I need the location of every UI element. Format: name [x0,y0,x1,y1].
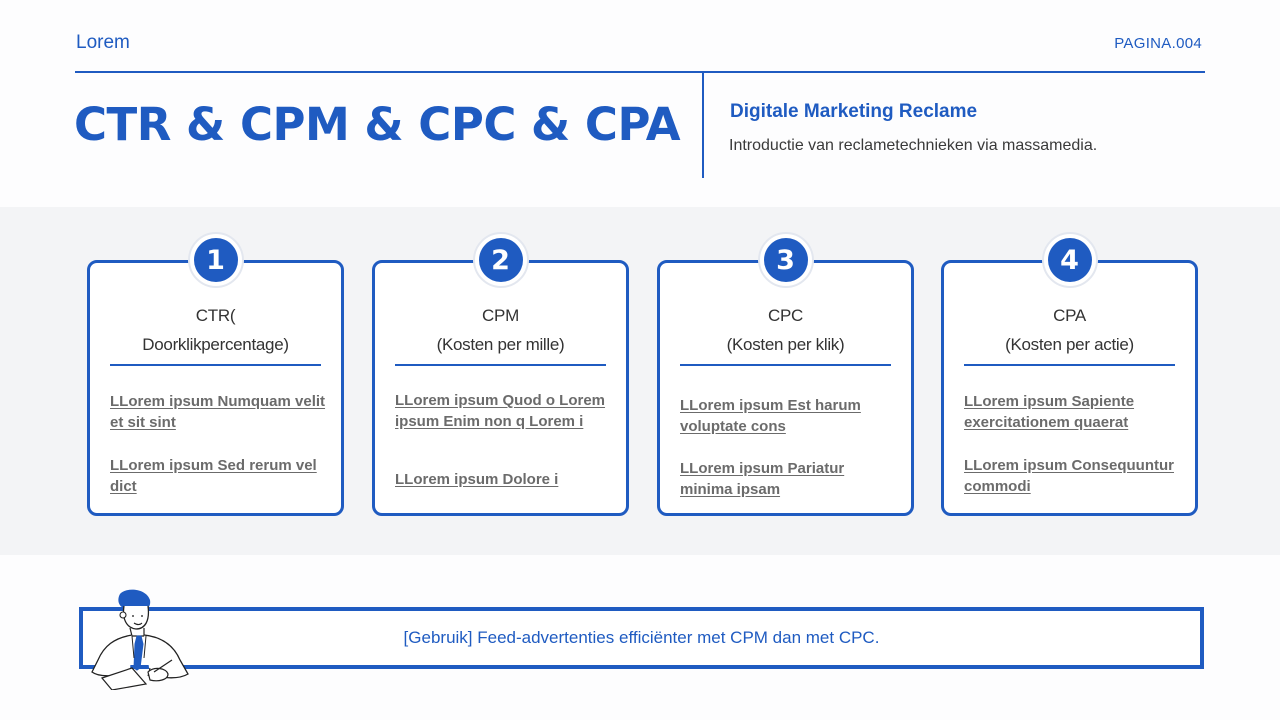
brand-name: Lorem [76,32,130,53]
number-badge-value: 2 [478,238,523,282]
card-title: CPA (Kosten per actie) [944,301,1195,359]
number-badge: 1 [187,232,244,288]
number-badge-value: 4 [1047,238,1092,282]
card-title-line2: (Kosten per mille) [436,335,565,354]
card-title: CTR( Doorklikpercentage) [90,301,341,359]
card-title-line1: CPM [482,306,519,325]
card-title-line2: Doorklikpercentage) [142,335,289,354]
number-badge-value: 1 [193,238,238,282]
card-item-link[interactable]: LLorem ipsum Pariatur minima ipsam [680,460,845,498]
card-title-line2: (Kosten per actie) [1005,335,1134,354]
number-badge: 2 [472,232,529,288]
number-badge: 4 [1041,232,1098,288]
card-cpa: 4 CPA (Kosten per actie) LLorem ipsum Sa… [941,232,1198,516]
header-vertical-divider [702,72,704,178]
businessman-at-desk-icon [91,589,189,690]
card-title: CPM (Kosten per mille) [375,301,626,359]
card-cpm: 2 CPM (Kosten per mille) LLorem ipsum Qu… [372,232,629,516]
card-item-link[interactable]: LLorem ipsum Numquam velit et sit sint [110,393,326,431]
card-title-line1: CPA [1053,306,1086,325]
card-title: CPC (Kosten per klik) [660,301,911,359]
card-item-link[interactable]: LLorem ipsum Sapiente exercitationem qua… [964,393,1135,431]
card-item-link[interactable]: LLorem ipsum Consequuntur commodi [964,457,1174,495]
card-item-link[interactable]: LLorem ipsum Sed rerum vel dict [110,457,317,495]
page-description: Introductie van reclametechnieken via ma… [729,137,1098,154]
card-item-link[interactable]: LLorem ipsum Dolore i [395,471,559,488]
footer-note: [Gebruik] Feed-advertenties efficiënter … [403,628,880,647]
header-divider [75,71,1205,73]
footer-note-box: [Gebruik] Feed-advertenties efficiënter … [79,607,1204,669]
card-title-line1: CTR( [195,306,236,325]
card-item-link[interactable]: LLorem ipsum Est harum voluptate cons [680,397,861,435]
card-item-link[interactable]: LLorem ipsum Quod o Lorem ipsum Enim non… [395,392,606,430]
card-divider [395,364,606,366]
card-divider [680,364,891,366]
card-divider [964,364,1175,366]
page-number: PAGINA.004 [1114,35,1202,52]
card-title-line1: CPC [768,306,803,325]
card-ctr: 1 CTR( Doorklikpercentage) LLorem ipsum … [87,232,344,516]
number-badge-value: 3 [763,238,808,282]
page-title: CTR & CPM & CPC & CPA [74,98,681,151]
page-subtitle: Digitale Marketing Reclame [730,101,978,122]
card-cpc: 3 CPC (Kosten per klik) LLorem ipsum Est… [657,232,914,516]
card-divider [110,364,321,366]
card-title-line2: (Kosten per klik) [726,335,845,354]
number-badge: 3 [757,232,814,288]
